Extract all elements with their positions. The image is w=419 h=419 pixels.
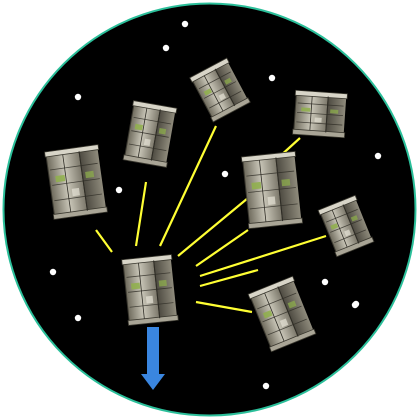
- star-dot-icon: [116, 187, 122, 193]
- star-dot-icon: [75, 315, 81, 321]
- star-dot-icon: [182, 21, 188, 27]
- cubesat-icon: [293, 90, 348, 138]
- star-dot-icon: [375, 153, 381, 159]
- star-dot-icon: [352, 302, 358, 308]
- star-dot-icon: [222, 171, 228, 177]
- star-dot-icon: [263, 383, 269, 389]
- cubesat-icon: [122, 255, 179, 326]
- star-dot-icon: [322, 279, 328, 285]
- star-dot-icon: [269, 75, 275, 81]
- cubesat-icon: [45, 145, 108, 220]
- star-dot-icon: [50, 269, 56, 275]
- star-dot-icon: [163, 45, 169, 51]
- star-dot-icon: [75, 94, 81, 100]
- cubesat-icon: [241, 151, 302, 228]
